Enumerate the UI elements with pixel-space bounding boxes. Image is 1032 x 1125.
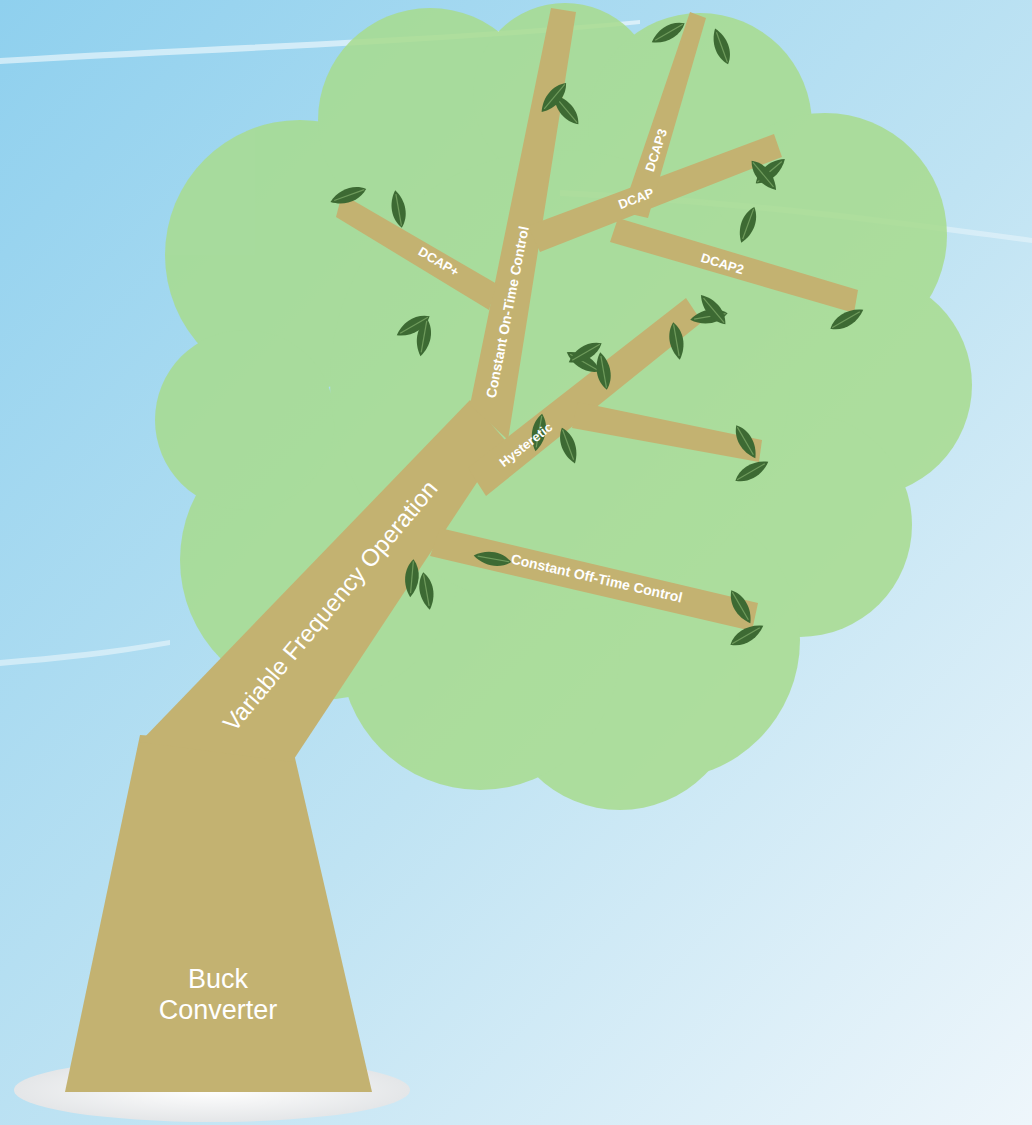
tree-crown xyxy=(155,3,972,810)
light-streak xyxy=(0,640,170,666)
branch-label: DCAP xyxy=(616,185,656,212)
branch-label: DCAP+ xyxy=(415,244,461,280)
tree-branches xyxy=(65,8,858,1092)
leaves xyxy=(328,17,866,650)
branch-label: Constant Off-Time Control xyxy=(509,550,684,605)
branch-label: Constant On-Time Control xyxy=(482,225,531,400)
trunk-label: Variable Frequency Operation xyxy=(217,475,443,737)
branch-label: DCAP3 xyxy=(643,127,671,174)
branch-label: DCAP2 xyxy=(699,250,746,277)
branch-label: Hysteretic xyxy=(497,420,556,470)
root-label: Buck Converter xyxy=(133,964,303,1026)
